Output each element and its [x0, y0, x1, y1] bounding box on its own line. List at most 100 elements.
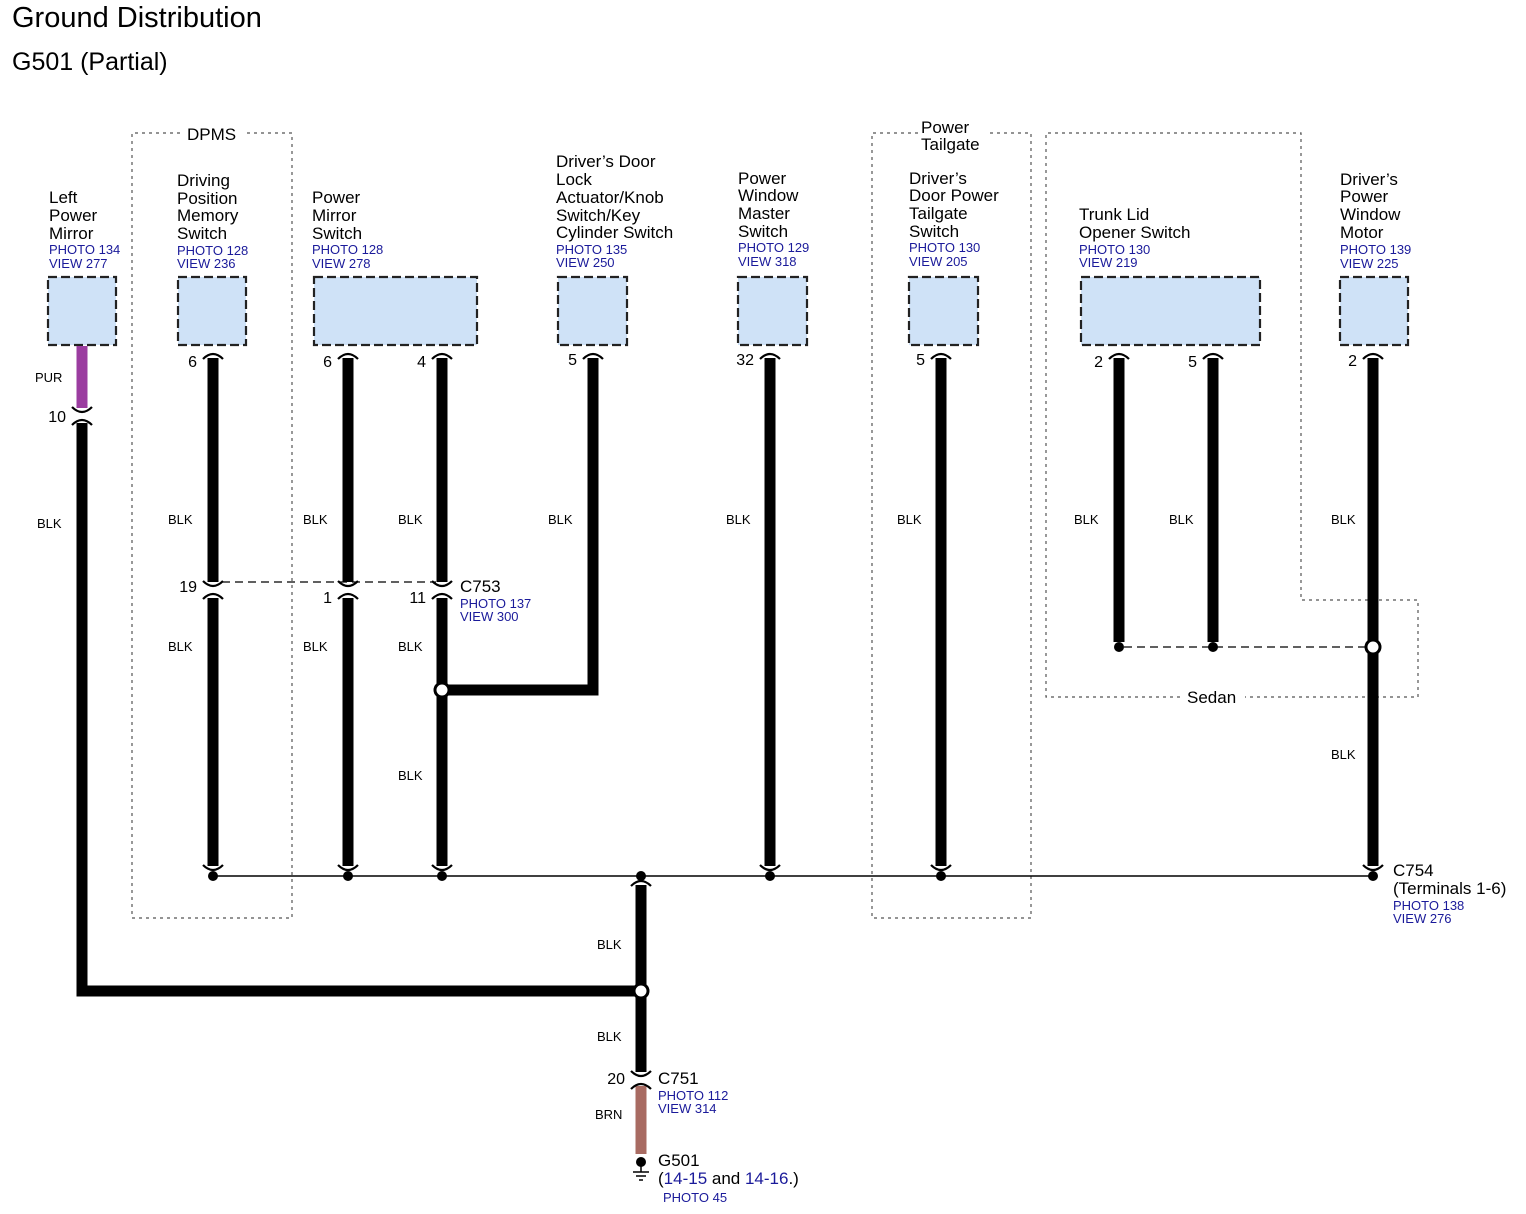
component-boxes [46, 275, 1410, 347]
terminal-c751-upper [630, 1070, 652, 1078]
group-outlines [131, 132, 1419, 919]
bus-dot-tailgate [936, 871, 946, 881]
svg-text:Master: Master [738, 204, 790, 223]
svg-text:Power: Power [312, 188, 361, 207]
pin-window-motor: 2 [1348, 353, 1357, 370]
pin-window-master: 32 [736, 352, 754, 369]
svg-text:C753: C753 [460, 577, 501, 596]
svg-text:Driver’s Door: Driver’s Door [556, 152, 656, 171]
page-title: Ground Distribution [12, 2, 262, 34]
svg-text:VIEW 225: VIEW 225 [1340, 256, 1399, 271]
svg-text:PHOTO 112: PHOTO 112 [658, 1088, 728, 1103]
wire-color-labels: PUR BLK BLK BLK BLK BLK BLK BLK BLK BLK … [35, 370, 1356, 1122]
svg-text:Door Power: Door Power [909, 186, 999, 205]
terminal-mirror-a-top [337, 352, 359, 360]
component-drivers-door-lock-actuator: Driver’s Door Lock Actuator/Knob Switch/… [556, 152, 673, 270]
svg-text:Left: Left [49, 188, 78, 207]
component-power-mirror-switch: Power Mirror Switch PHOTO 128 VIEW 278 [312, 188, 383, 271]
terminal-c754-window-motor [1362, 864, 1384, 872]
terminal-c754-mirror-a [337, 864, 359, 872]
terminal-c753-1-upper [337, 580, 359, 588]
svg-text:C754: C754 [1393, 861, 1434, 880]
label-brn: BRN [595, 1107, 622, 1122]
svg-text:Tailgate: Tailgate [909, 204, 968, 223]
label-blk-trunk-a: BLK [1074, 512, 1099, 527]
svg-text:Power: Power [738, 169, 787, 188]
terminal-dpms-top [202, 352, 224, 360]
pin-dpms-top: 6 [188, 354, 197, 371]
terminal-c753-19-lower [202, 592, 224, 600]
window-motor-box [1338, 275, 1410, 347]
connector-c754: C754 (Terminals 1-6) PHOTO 138 VIEW 276 [1393, 861, 1506, 926]
sedan-group-outline [1045, 132, 1419, 698]
svg-text:VIEW 219: VIEW 219 [1079, 255, 1138, 270]
terminal-c754-dpms [202, 864, 224, 872]
pin-left-mirror: 10 [48, 409, 66, 426]
bus-dot-main [636, 871, 646, 881]
svg-text:Motor: Motor [1340, 223, 1384, 242]
svg-text:PHOTO 137: PHOTO 137 [460, 596, 531, 611]
svg-text:VIEW 314: VIEW 314 [658, 1101, 717, 1116]
terminal-trunk-b-top [1202, 352, 1224, 360]
terminal-c754-window-master [759, 864, 781, 872]
svg-text:Driving: Driving [177, 171, 230, 190]
dpms-switch-box [176, 275, 248, 347]
terminal-c754-tailgate [930, 864, 952, 872]
page-subtitle: G501 (Partial) [12, 48, 168, 76]
label-blk-main-2: BLK [597, 1029, 622, 1044]
component-drivers-power-window-motor: Driver’s Power Window Motor PHOTO 139 VI… [1340, 170, 1411, 271]
svg-text:PHOTO 130: PHOTO 130 [1079, 242, 1150, 257]
svg-text:PHOTO 128: PHOTO 128 [312, 242, 383, 257]
dpms-group-label: DPMS [187, 125, 236, 144]
ground-g501: G501 (14-15 and 14-16.) PHOTO 45 [658, 1151, 799, 1205]
label-blk-main-1: BLK [597, 937, 622, 952]
label-blk-door-lock: BLK [548, 512, 573, 527]
connector-terminals [71, 352, 1384, 1090]
splice-left-mirror [632, 982, 650, 1000]
label-blk-window-master: BLK [726, 512, 751, 527]
terminal-left-mirror-upper [71, 406, 93, 414]
wire-left-mirror-blk [76, 423, 636, 997]
wires [76, 346, 1379, 1154]
component-trunk-lid-opener-switch: Trunk Lid Opener Switch PHOTO 130 VIEW 2… [1079, 205, 1191, 270]
svg-text:Window: Window [1340, 205, 1401, 224]
door-lock-box [556, 275, 629, 347]
pin-mirror-b-c753: 11 [409, 590, 426, 607]
svg-text:VIEW 318: VIEW 318 [738, 254, 797, 269]
terminal-c754-mirror-b [431, 864, 453, 872]
svg-text:VIEW 276: VIEW 276 [1393, 911, 1452, 926]
tailgate-switch-box [907, 275, 980, 347]
dpms-group-outline [131, 132, 293, 919]
label-pur: PUR [35, 370, 62, 385]
svg-text:Driver’s: Driver’s [1340, 170, 1398, 189]
terminal-c753-19-upper [202, 580, 224, 588]
label-blk-window-motor-bottom: BLK [1331, 747, 1356, 762]
svg-text:Mirror: Mirror [49, 224, 94, 243]
svg-text:Cylinder Switch: Cylinder Switch [556, 223, 673, 242]
ground-paren-close: .) [788, 1169, 798, 1188]
terminal-c751-lower [630, 1082, 652, 1090]
link-14-15[interactable]: 14-15 [664, 1169, 707, 1188]
svg-text:VIEW 278: VIEW 278 [312, 256, 371, 271]
svg-text:Switch: Switch [312, 224, 362, 243]
terminal-window-master-top [759, 352, 781, 360]
svg-text:PHOTO 130: PHOTO 130 [909, 240, 980, 255]
pin-mirror-a-c753: 1 [323, 590, 332, 607]
svg-text:C751: C751 [658, 1069, 699, 1088]
pin-door-lock: 5 [568, 352, 577, 369]
label-blk-mirror-b-lower: BLK [398, 768, 423, 783]
svg-text:G501: G501 [658, 1151, 700, 1170]
connector-c753: C753 PHOTO 137 VIEW 300 [460, 577, 531, 624]
svg-text:VIEW 277: VIEW 277 [49, 256, 108, 271]
ground-and: and [707, 1169, 745, 1188]
component-driving-position-memory-switch: Driving Position Memory Switch PHOTO 128… [177, 171, 248, 271]
bus-dot-window-master [765, 871, 775, 881]
pin-c751: 20 [607, 1071, 625, 1088]
power-mirror-switch-box [312, 275, 479, 347]
svg-text:PHOTO 135: PHOTO 135 [556, 242, 627, 257]
link-14-16[interactable]: 14-16 [745, 1169, 788, 1188]
component-left-power-mirror: Left Power Mirror PHOTO 134 VIEW 277 [49, 188, 120, 271]
terminal-c753-11-lower [431, 592, 453, 600]
bus-dot-mirror-a [343, 871, 353, 881]
